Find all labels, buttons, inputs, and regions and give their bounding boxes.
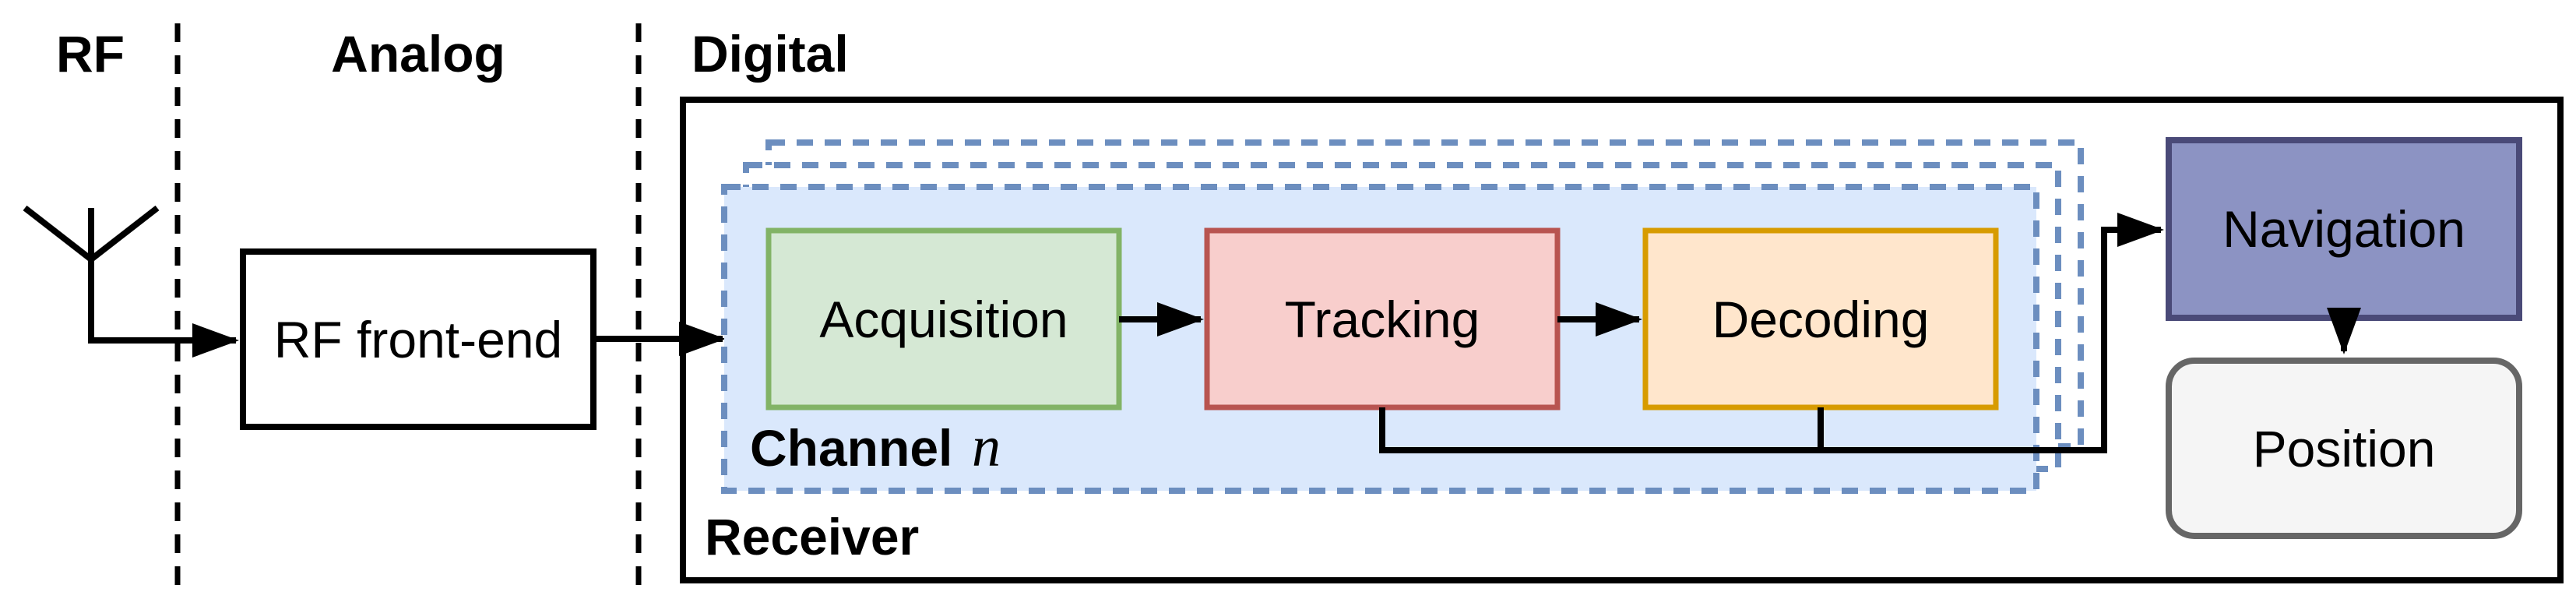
receiver-rect bbox=[680, 97, 2564, 583]
navigation-rect bbox=[2166, 137, 2522, 321]
arrow-channel-to-navigation bbox=[1379, 213, 2164, 453]
decoding-label: Decoding bbox=[1712, 291, 1930, 348]
position-label: Position bbox=[2253, 420, 2436, 477]
rf-front-end-rect bbox=[240, 248, 596, 430]
tracking-rect bbox=[1204, 227, 1561, 411]
arrow-antenna-to-rf-front-end bbox=[88, 259, 239, 358]
section-label-analog: Analog bbox=[331, 25, 505, 83]
antenna-left-arm bbox=[23, 205, 93, 263]
decoding-rect bbox=[1642, 227, 1999, 411]
receiver-box: Receiver bbox=[680, 97, 2564, 583]
antenna-icon bbox=[23, 205, 160, 263]
acquisition-box: Acquisition bbox=[765, 227, 1122, 411]
tracking-label: Tracking bbox=[1285, 291, 1480, 348]
channel-label: Channel bbox=[750, 419, 952, 477]
position-box: Position bbox=[2166, 358, 2522, 539]
channel-index-label: n bbox=[972, 415, 1001, 479]
navigation-box: Navigation bbox=[2166, 137, 2522, 321]
antenna-right-arm bbox=[89, 205, 160, 263]
acquisition-rect bbox=[765, 227, 1122, 411]
rf-front-end-label: RF front-end bbox=[274, 311, 562, 368]
acquisition-label: Acquisition bbox=[819, 291, 1068, 348]
section-label-rf: RF bbox=[56, 25, 125, 83]
decoding-box: Decoding bbox=[1642, 227, 1999, 411]
receiver-label: Receiver bbox=[705, 508, 919, 566]
rf-front-end-box: RF front-end bbox=[240, 248, 596, 430]
position-rect bbox=[2166, 358, 2522, 539]
section-label-digital: Digital bbox=[692, 25, 849, 83]
tracking-box: Tracking bbox=[1204, 227, 1561, 411]
navigation-label: Navigation bbox=[2222, 200, 2465, 258]
